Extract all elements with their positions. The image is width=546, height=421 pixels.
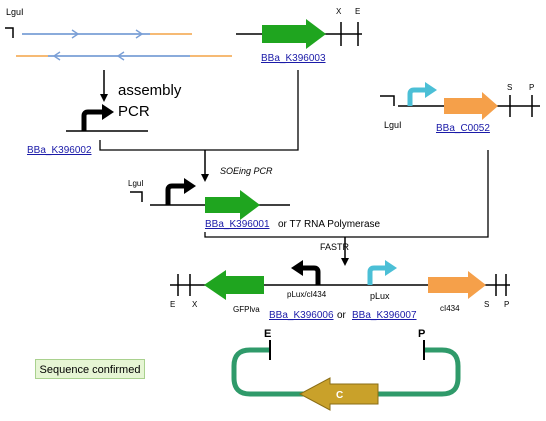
link-c0052[interactable]: BBa_C0052	[436, 123, 490, 134]
link-k396006[interactable]: BBa_K396006	[269, 310, 334, 321]
plasmid-e-label: E	[264, 328, 271, 340]
lgul-label-top: LguI	[6, 7, 24, 17]
x-label-top: X	[336, 7, 342, 16]
plux-ci434-promoter	[302, 265, 321, 285]
oligo-forward	[22, 29, 192, 39]
or-between-label: or	[337, 310, 347, 321]
promoter-k396002	[66, 104, 148, 132]
part-k396003	[236, 19, 362, 49]
e-label-bottom: E	[170, 300, 175, 309]
link-k396001[interactable]: BBa_K396001	[205, 219, 270, 230]
x-label-bottom: X	[192, 300, 198, 309]
plasmid	[231, 340, 461, 411]
plasmid-c-label: C	[336, 390, 343, 401]
ci434-coding-arrow-right	[444, 92, 498, 120]
part-c0052	[380, 82, 540, 120]
lgul-label-mid: LguI	[128, 179, 144, 188]
or-t7-label: or T7 RNA Polymerase	[278, 219, 381, 230]
lgul-label-right: LguI	[384, 120, 402, 130]
sequence-confirmed-badge: Sequence confirmed	[35, 359, 145, 379]
p-label-bottom: P	[504, 300, 509, 309]
link-k396002[interactable]: BBa_K396002	[27, 145, 92, 156]
fastr-label: FASTR	[320, 242, 350, 252]
connector-k396001	[204, 232, 345, 238]
plasmid-ci434-arrow	[298, 377, 379, 411]
gfplva-coding-arrow	[204, 270, 264, 300]
link-k396003[interactable]: BBa_K396003	[261, 53, 326, 64]
ci434-coding-arrow	[428, 271, 486, 299]
gfp-coding-arrow-top	[262, 19, 326, 49]
connector-k396003	[205, 70, 299, 151]
e-label-top: E	[355, 7, 360, 16]
final-construct	[170, 260, 510, 300]
s-label-bottom: S	[484, 300, 489, 309]
lgul-site-top	[5, 27, 14, 38]
p-label-right: P	[529, 83, 534, 92]
promoter-cyan-c0052	[407, 87, 426, 106]
part-k396001	[130, 178, 290, 220]
plasmid-p-label: P	[418, 328, 425, 340]
link-k396007[interactable]: BBa_K396007	[352, 310, 417, 321]
ci434-label: cI434	[440, 304, 460, 313]
soeing-pcr-label: SOEing PCR	[220, 166, 273, 176]
assembly-label: assembly	[118, 82, 182, 99]
gfplva-label: GFPlva	[233, 305, 260, 314]
oligo-reverse	[16, 51, 232, 61]
plux-promoter	[367, 265, 386, 285]
plux-label: pLux	[370, 291, 390, 301]
s-label-right: S	[507, 83, 512, 92]
connector-k396002	[99, 140, 205, 151]
connector-c0052	[345, 150, 489, 238]
plux-ci434-label: pLux/cI434	[287, 290, 327, 299]
gfp-coding-arrow-mid	[205, 190, 260, 220]
pcr-label: PCR	[118, 103, 150, 120]
